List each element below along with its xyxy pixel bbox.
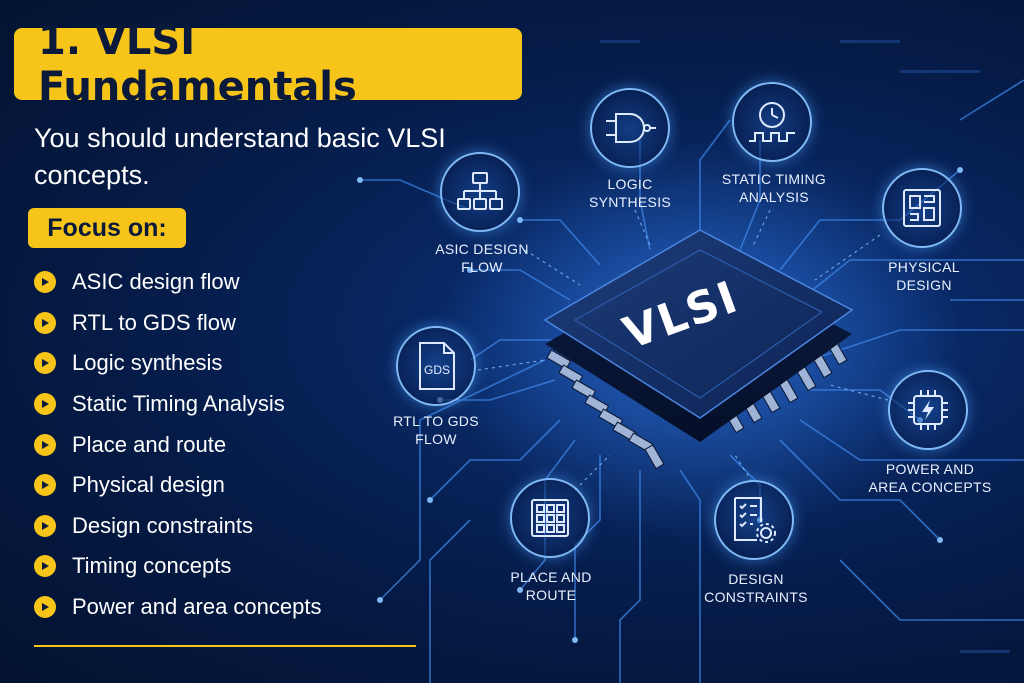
sta-label: STATIC TIMING ANALYSIS xyxy=(721,171,827,205)
play-bullet-icon xyxy=(34,433,56,456)
intro-text: You should understand basic VLSI concept… xyxy=(34,123,446,190)
logic-gate-icon xyxy=(606,113,656,143)
play-bullet-icon xyxy=(34,474,56,497)
physical-design-label: PHYSICAL DESIGN xyxy=(888,259,960,293)
focus-item-label: Timing concepts xyxy=(72,553,232,579)
play-bullet-icon xyxy=(34,311,56,334)
checklist-gear-icon xyxy=(734,497,776,543)
node-connectors xyxy=(477,209,889,491)
list-item: Static Timing Analysis xyxy=(34,384,322,425)
gds-icon-text: GDS xyxy=(424,363,450,377)
design-constraints-label: DESIGN CONSTRAINTS xyxy=(704,571,808,605)
clock-waveform-icon xyxy=(749,102,795,142)
focus-item-label: Power and area concepts xyxy=(72,594,322,620)
page-title: 1. VLSI Fundamentals xyxy=(38,18,357,110)
focus-label: Focus on: xyxy=(47,213,167,242)
bg-grid-dots xyxy=(600,40,1010,653)
list-item: Place and route xyxy=(34,424,322,465)
list-item: Logic synthesis xyxy=(34,343,322,384)
focus-item-label: Static Timing Analysis xyxy=(72,391,285,417)
list-item: ASIC design flow xyxy=(34,262,322,303)
logic-synthesis-node xyxy=(590,88,670,168)
list-item: Design constraints xyxy=(34,506,322,547)
focus-item-label: Design constraints xyxy=(72,512,253,538)
list-item: RTL to GDS flow xyxy=(34,303,322,344)
asic-flow-label: ASIC DESIGN FLOW xyxy=(435,241,529,275)
rtl-gds-node: GDS xyxy=(396,326,476,406)
place-route-node xyxy=(510,478,590,558)
focus-item-label: RTL to GDS flow xyxy=(72,309,236,335)
gds-file-icon: GDS xyxy=(419,342,455,390)
focus-list: ASIC design flow RTL to GDS flow Logic s… xyxy=(34,262,322,627)
play-bullet-icon xyxy=(34,271,56,294)
power-area-label: POWER AND AREA CONCEPTS xyxy=(868,461,992,495)
power-chip-icon xyxy=(908,390,948,430)
list-item: Physical design xyxy=(34,465,322,506)
focus-label-pill: Focus on: xyxy=(28,208,186,248)
power-area-node xyxy=(888,370,968,450)
list-item: Timing concepts xyxy=(34,546,322,587)
list-item: Power and area concepts xyxy=(34,587,322,628)
focus-item-label: Place and route xyxy=(72,431,227,457)
play-bullet-icon xyxy=(34,514,56,537)
focus-item-label: Logic synthesis xyxy=(72,350,223,376)
play-bullet-icon xyxy=(34,596,56,619)
rtl-gds-label: RTL TO GDS FLOW xyxy=(393,413,479,447)
focus-item-label: Physical design xyxy=(72,472,225,498)
vlsi-chip xyxy=(543,229,854,442)
play-bullet-icon xyxy=(34,555,56,578)
title-banner: 1. VLSI Fundamentals xyxy=(14,18,522,110)
layout-icon xyxy=(903,189,941,227)
chip-pins xyxy=(546,340,848,470)
play-bullet-icon xyxy=(34,393,56,416)
physical-design-node xyxy=(882,168,962,248)
asic-flow-node xyxy=(440,152,520,232)
place-route-label: PLACE AND ROUTE xyxy=(510,569,592,603)
flowchart-icon xyxy=(457,172,503,210)
play-bullet-icon xyxy=(34,352,56,375)
design-constraints-node xyxy=(714,480,794,560)
circuit-traces xyxy=(360,79,1024,683)
logic-synthesis-label: LOGIC SYNTHESIS xyxy=(588,176,672,210)
sta-node xyxy=(732,82,812,162)
divider xyxy=(34,645,416,647)
focus-item-label: ASIC design flow xyxy=(72,269,240,295)
grid-icon xyxy=(531,499,569,537)
